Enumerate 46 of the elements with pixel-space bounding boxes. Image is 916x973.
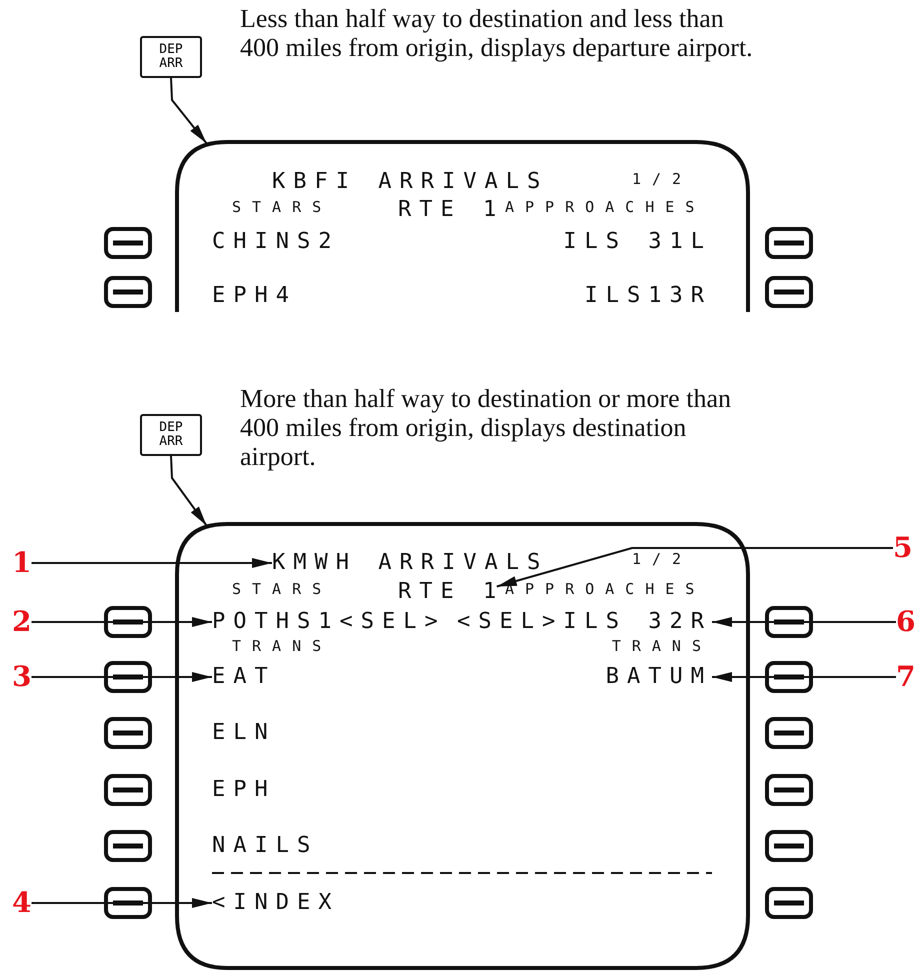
page-title: KMWH ARRIVALS [272, 552, 548, 574]
leader-line [32, 617, 212, 627]
description-note: More than half way to destination or more than 400 miles from origin, displays destination airport. [240, 384, 732, 471]
display-screen [175, 140, 750, 312]
approach-entry: <SEL>ILS 32R [457, 611, 712, 633]
approach-entry: ILS 31L [563, 231, 712, 253]
approach-entry: ILS13R [584, 285, 712, 307]
page-number: 1/2 [632, 172, 692, 187]
route-label: RTE 1 [398, 581, 504, 603]
column-header: STARS [232, 200, 332, 215]
callout-number: 7 [896, 661, 916, 693]
index-prompt: <INDEX [212, 892, 340, 914]
dep-arr-key: DEP ARR [140, 36, 202, 78]
star-entry: EPH4 [212, 285, 297, 307]
leader-line [496, 547, 893, 588]
star-entry: POTHS1<SEL> [212, 611, 446, 633]
column-header: TRANS [612, 639, 712, 654]
route-label: RTE 1 [398, 199, 504, 221]
column-header: STARS [232, 582, 332, 597]
leader-line [712, 617, 896, 627]
column-header: APPROACHES [505, 582, 706, 597]
leader-line [32, 558, 272, 568]
leader-line [32, 672, 212, 682]
callout-number: 2 [12, 606, 32, 638]
arrow [170, 456, 208, 526]
dep-arr-key: DEP ARR [140, 414, 202, 456]
leader-line [32, 898, 212, 908]
description-note: Less than half way to destination and less than 400 miles from origin, displays departure airport. [240, 4, 754, 62]
column-header: APPROACHES [505, 200, 706, 215]
star-entry: CHINS2 [212, 231, 340, 253]
transition-entry: EAT [212, 666, 276, 688]
star-entry: ELN [212, 722, 276, 744]
star-entry: NAILS [212, 835, 318, 857]
display-screen [175, 522, 750, 970]
callout-number: 4 [12, 887, 32, 919]
column-header: TRANS [232, 639, 332, 654]
callout-number: 3 [12, 661, 32, 693]
arrow [170, 78, 208, 144]
leader-line [712, 672, 896, 682]
star-entry: EPH [212, 779, 276, 801]
page-number: 1/2 [632, 552, 692, 567]
callout-number: 5 [893, 532, 912, 564]
callout-number: 6 [896, 606, 916, 638]
transition-entry: BATUM [606, 666, 712, 688]
page-title: KBFI ARRIVALS [272, 171, 548, 193]
callout-number: 1 [12, 547, 32, 579]
